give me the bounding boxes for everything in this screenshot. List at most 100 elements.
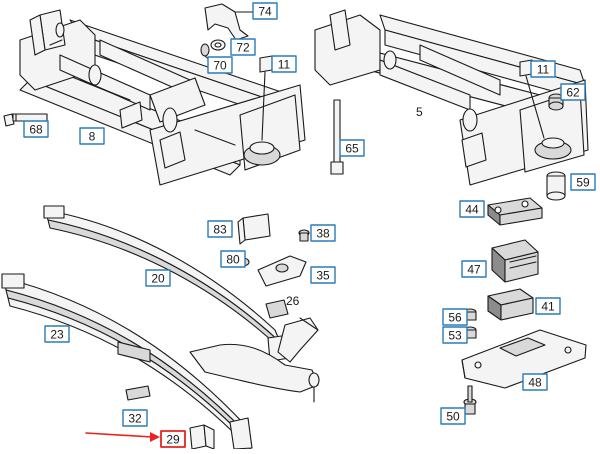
callout-50: 50	[440, 407, 466, 425]
leaf-spring-23	[1, 273, 253, 450]
callout-box	[252, 2, 278, 20]
nut-62	[548, 93, 564, 111]
mount-35	[257, 255, 307, 287]
callout-number: 59	[576, 176, 590, 190]
callout-box	[310, 266, 336, 284]
callout-83: 83	[207, 220, 233, 238]
callout-box	[310, 224, 336, 242]
rubber-mount-41	[487, 288, 534, 321]
callout-number: 23	[50, 328, 64, 342]
callout-number: 29	[166, 433, 180, 447]
callout-44: 44	[459, 200, 485, 218]
mount-44	[487, 197, 543, 226]
callout-number: 56	[448, 311, 462, 325]
callout-number: 44	[465, 203, 479, 217]
clamp-29	[189, 424, 215, 450]
callout-number: 11	[278, 58, 291, 72]
callout-80: 80	[220, 250, 246, 268]
callout-72: 72	[230, 38, 256, 56]
callout-47: 47	[461, 260, 487, 278]
callout-box	[220, 250, 246, 268]
bolt-50	[463, 385, 477, 415]
callout-number: 41	[541, 300, 555, 314]
callout-number: 50	[446, 410, 460, 424]
bracket-11-right	[519, 59, 545, 139]
callout-box	[442, 308, 468, 326]
callout-48: 48	[522, 373, 548, 391]
callout-number: 8	[89, 130, 96, 144]
callout-number: 11	[537, 63, 550, 77]
callout-box	[522, 373, 548, 391]
callout-number: 48	[528, 376, 542, 390]
callout-box	[207, 56, 233, 74]
callout-35: 35	[310, 266, 336, 284]
bracket-11-left	[259, 55, 273, 141]
bracket-83	[237, 213, 271, 245]
callout-box	[339, 139, 365, 157]
bolt-38	[298, 229, 310, 242]
callout-box	[122, 409, 148, 427]
bumpstop-59	[546, 171, 566, 201]
callout-38: 38	[310, 224, 336, 242]
label-26: 26	[286, 294, 300, 308]
callout-box	[207, 220, 233, 238]
callout-number: 38	[316, 227, 330, 241]
callout-box	[23, 120, 49, 138]
pad-32	[125, 385, 151, 401]
callout-59: 59	[570, 173, 596, 191]
callout-box	[79, 127, 105, 145]
subframe-right	[314, 9, 589, 186]
callout-box	[230, 38, 256, 56]
callout-74: 74	[252, 2, 278, 20]
callout-number: 72	[236, 41, 250, 55]
callout-20: 20	[145, 269, 171, 287]
callout-number: 68	[29, 123, 43, 137]
control-arm-26	[189, 299, 320, 403]
callout-29: 29	[160, 430, 186, 448]
callout-box	[570, 173, 596, 191]
callout-8: 8	[79, 127, 105, 145]
callout-11b: 11	[530, 60, 556, 78]
callout-box	[459, 200, 485, 218]
callout-box	[160, 430, 186, 448]
parts-74-72-70	[200, 3, 255, 63]
callout-23: 23	[44, 325, 70, 343]
label-5: 5	[416, 105, 423, 119]
callout-32: 32	[122, 409, 148, 427]
callout-box	[44, 325, 70, 343]
callout-53: 53	[442, 326, 468, 344]
callout-number: 80	[226, 253, 240, 267]
callout-56: 56	[442, 308, 468, 326]
callout-41: 41	[535, 297, 561, 315]
callout-68: 68	[23, 120, 49, 138]
callout-number: 70	[213, 59, 227, 73]
callout-box	[461, 260, 487, 278]
callout-box	[560, 83, 586, 101]
callout-number: 20	[151, 272, 165, 286]
callout-number: 83	[213, 223, 227, 237]
plate-48	[461, 329, 587, 389]
rubber-mount-47	[491, 239, 539, 283]
callout-box	[440, 407, 466, 425]
callout-number: 32	[128, 412, 142, 426]
callout-box	[530, 60, 556, 78]
callout-62: 62	[560, 83, 586, 101]
callout-number: 53	[448, 329, 462, 343]
callout-65: 65	[339, 139, 365, 157]
callout-number: 62	[566, 86, 580, 100]
callout-11a: 11	[271, 55, 297, 73]
callout-number: 74	[258, 5, 272, 19]
red-pointer-arrow	[85, 432, 160, 442]
callout-number: 47	[467, 263, 481, 277]
subframe-left	[19, 9, 306, 186]
callout-box	[442, 326, 468, 344]
bolt-65	[330, 99, 344, 175]
callout-number: 65	[345, 142, 359, 156]
callout-box	[271, 55, 297, 73]
callout-number: 35	[316, 269, 330, 283]
callout-70: 70	[207, 56, 233, 74]
callout-box	[145, 269, 171, 287]
